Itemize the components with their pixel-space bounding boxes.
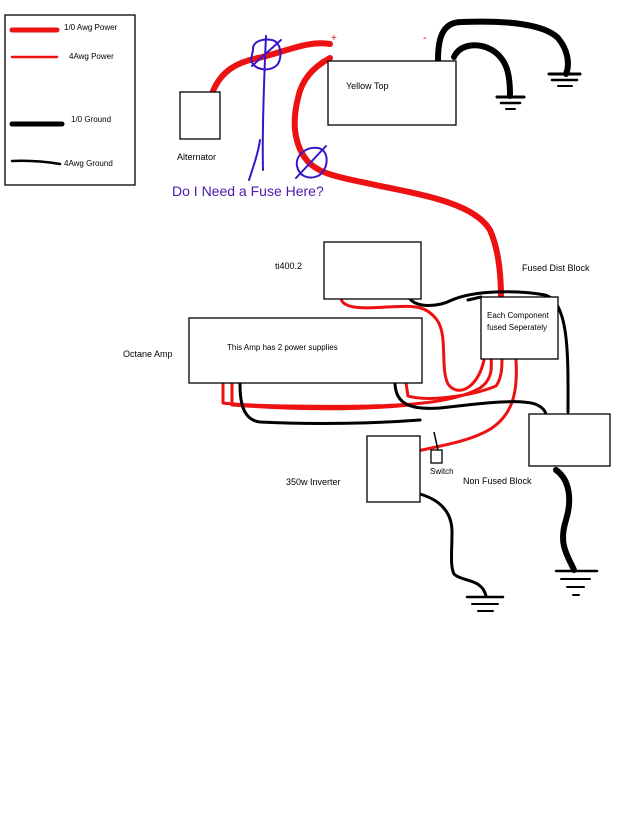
- wire-octane-ground-b: [238, 382, 422, 425]
- wire-alternator-to-battery: [210, 40, 333, 94]
- wire-ti-power: [339, 296, 486, 392]
- battery-label: Yellow Top: [346, 81, 389, 91]
- power-wires-4: [221, 296, 518, 453]
- ground-wires-4: [238, 290, 570, 598]
- alternator-box: [179, 91, 221, 140]
- battery: Yellow Top + -: [327, 32, 457, 126]
- wire-octane-ground-a: [393, 382, 548, 418]
- alternator-label: Alternator: [177, 152, 216, 162]
- legend-label-4-ground: 4Awg Ground: [64, 159, 113, 168]
- wire-inverter-power: [415, 358, 518, 453]
- fused-dist-block-box: [480, 296, 559, 360]
- inverter: 350w Inverter: [286, 435, 421, 503]
- power-wires-1-0: [210, 40, 504, 301]
- ground-icon: [554, 569, 599, 596]
- amp-ti400-label: ti400.2: [275, 261, 302, 271]
- octane-amp-box: [188, 317, 423, 384]
- inverter-label: 350w Inverter: [286, 477, 341, 487]
- octane-amp-label: Octane Amp: [123, 349, 173, 359]
- non-fused-block-box: [528, 413, 611, 467]
- non-fused-block-label: Non Fused Block: [463, 476, 532, 486]
- wire-ti-ground: [408, 290, 570, 414]
- ground-icon: [495, 95, 526, 110]
- octane-amp: Octane Amp This Amp has 2 power supplies: [123, 317, 423, 384]
- battery-box: [327, 60, 457, 126]
- switch-lever: [433, 431, 439, 451]
- legend-frame: [4, 14, 136, 186]
- switch-label: Switch: [430, 467, 454, 476]
- alternator: Alternator: [177, 91, 221, 162]
- octane-amp-note: This Amp has 2 power supplies: [227, 343, 338, 352]
- legend-label-4-power: 4Awg Power: [69, 52, 114, 61]
- switch-box: [430, 449, 443, 464]
- amp-ti400-box: [323, 241, 422, 300]
- legend-label-1-0-ground: 1/0 Ground: [71, 115, 111, 124]
- fused-dist-block-note-2: fused Seperately: [487, 323, 547, 332]
- inverter-box: [366, 435, 421, 503]
- ground-icon: [547, 72, 582, 87]
- amp-ti400: ti400.2: [275, 241, 422, 300]
- wire-inverter-ground: [418, 492, 488, 598]
- fuse-marker-icon: [248, 35, 282, 181]
- legend: 1/0 Awg Power 4Awg Power 1/0 Ground 4Awg…: [4, 14, 136, 186]
- wire-octane-power-b: [404, 356, 504, 400]
- fuse-marker-icon: [295, 145, 328, 179]
- battery-positive-terminal: +: [331, 33, 337, 44]
- fused-dist-block-note-1: Each Component: [487, 311, 550, 320]
- switch: Switch: [430, 431, 454, 476]
- battery-negative-terminal: -: [423, 32, 427, 44]
- wire-battery-ground-2: [451, 42, 513, 99]
- fused-dist-block: Fused Dist Block Each Component fused Se…: [480, 263, 590, 360]
- legend-label-1-0-power: 1/0 Awg Power: [64, 23, 118, 32]
- fused-dist-block-label: Fused Dist Block: [522, 263, 590, 273]
- non-fused-block: Non Fused Block: [463, 413, 611, 486]
- ground-wires-1-0: [435, 18, 577, 573]
- wire-fusedblock-ground: [466, 295, 483, 302]
- ground-icon: [465, 595, 505, 612]
- fuse-markers: [248, 35, 328, 181]
- fuse-question-label: Do I Need a Fuse Here?: [172, 183, 324, 199]
- wire-octane-power-c: [230, 382, 412, 411]
- legend-swatch-4-ground: [10, 159, 62, 166]
- wire-battery-to-fused-block: [291, 55, 504, 301]
- wire-nonfused-ground: [553, 467, 577, 573]
- wire-battery-ground-1: [435, 18, 571, 77]
